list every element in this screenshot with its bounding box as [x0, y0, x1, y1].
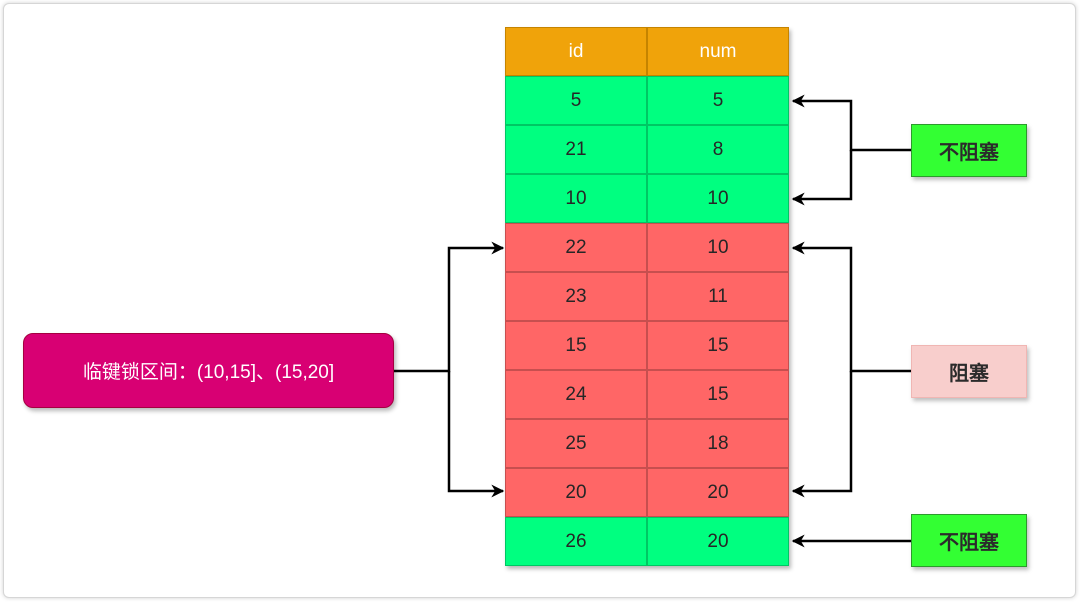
- table-row: 24 15: [505, 370, 789, 419]
- header-id: id: [505, 27, 647, 76]
- cell-num: 18: [647, 419, 789, 468]
- next-key-lock-range-label: 临键锁区间：(10,15]、(15,20]: [23, 333, 394, 408]
- table-row: 20 20: [505, 468, 789, 517]
- header-num: num: [647, 27, 789, 76]
- not-blocked-label-bottom: 不阻塞: [911, 514, 1027, 567]
- data-table: id num 5 5 21 8 10 10 22 10 23 11 15 15 …: [505, 27, 789, 566]
- table-row: 15 15: [505, 321, 789, 370]
- cell-id: 21: [505, 125, 647, 174]
- table-row: 26 20: [505, 517, 789, 566]
- table-row: 23 11: [505, 272, 789, 321]
- cell-num: 11: [647, 272, 789, 321]
- table-row: 5 5: [505, 76, 789, 125]
- cell-id: 25: [505, 419, 647, 468]
- table-row: 21 8: [505, 125, 789, 174]
- table-row: 25 18: [505, 419, 789, 468]
- blocked-label: 阻塞: [911, 345, 1027, 398]
- cell-id: 5: [505, 76, 647, 125]
- table-header-row: id num: [505, 27, 789, 76]
- cell-num: 20: [647, 517, 789, 566]
- cell-num: 20: [647, 468, 789, 517]
- not-blocked-label-top: 不阻塞: [911, 124, 1027, 177]
- cell-num: 10: [647, 174, 789, 223]
- cell-id: 10: [505, 174, 647, 223]
- cell-num: 5: [647, 76, 789, 125]
- cell-num: 8: [647, 125, 789, 174]
- cell-id: 23: [505, 272, 647, 321]
- table-row: 22 10: [505, 223, 789, 272]
- cell-num: 10: [647, 223, 789, 272]
- cell-id: 15: [505, 321, 647, 370]
- cell-id: 26: [505, 517, 647, 566]
- table-row: 10 10: [505, 174, 789, 223]
- cell-num: 15: [647, 321, 789, 370]
- cell-num: 15: [647, 370, 789, 419]
- cell-id: 20: [505, 468, 647, 517]
- cell-id: 22: [505, 223, 647, 272]
- cell-id: 24: [505, 370, 647, 419]
